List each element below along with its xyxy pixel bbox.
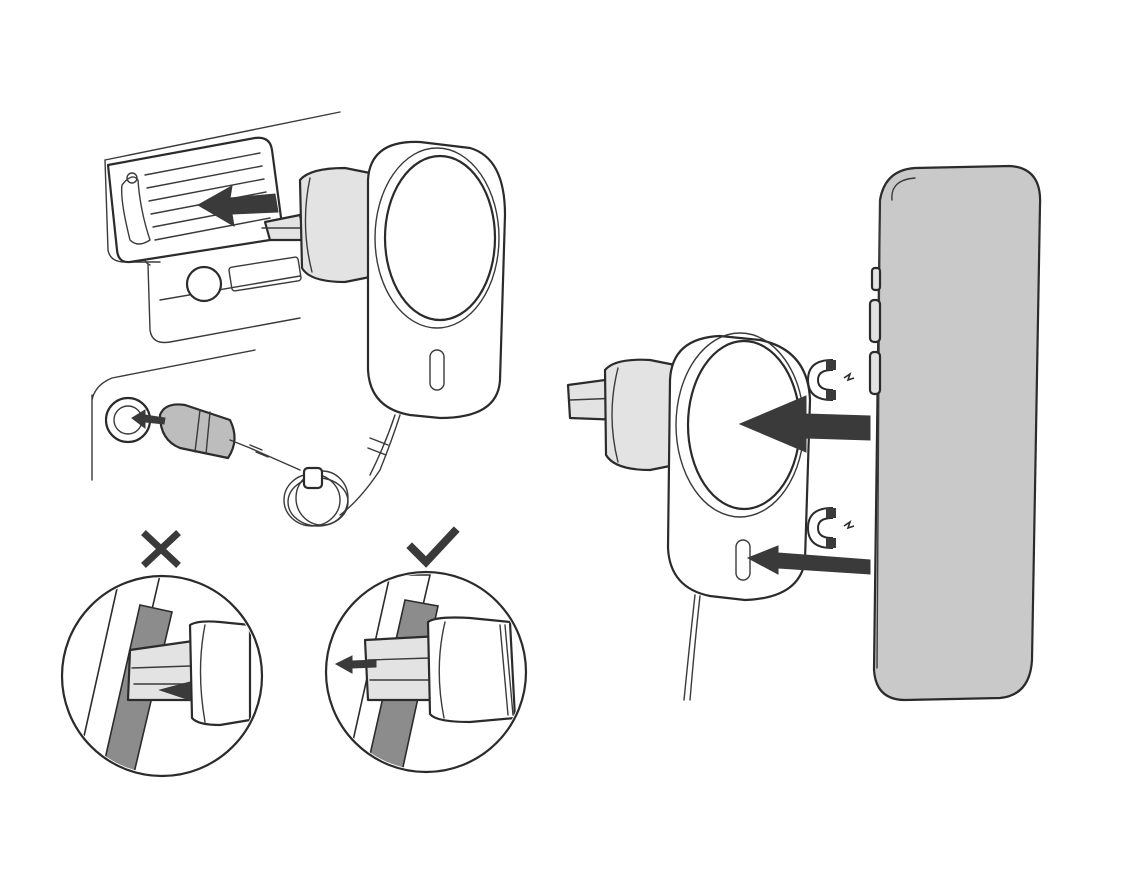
cross-icon — [141, 530, 181, 568]
dashboard-knob — [185, 265, 223, 303]
wrong-clip-panel — [60, 530, 264, 778]
attach-arrow-lower — [746, 545, 871, 575]
charging-cable — [339, 414, 401, 516]
correct-clip-panel — [324, 526, 528, 774]
phone — [868, 164, 1042, 702]
check-icon — [406, 526, 460, 568]
magnet-icon — [806, 506, 855, 550]
charger-pad — [366, 140, 507, 420]
magnet-icon — [806, 358, 855, 402]
dashboard-outline — [91, 111, 341, 481]
arrow-into-vent-icon — [196, 185, 279, 227]
vent-install-panel — [91, 111, 507, 527]
attach-arrow-upper — [738, 395, 871, 453]
charger-pad-side — [666, 332, 812, 602]
magnetic-attach-panel — [566, 164, 1042, 702]
car-charger-plug — [104, 396, 301, 471]
